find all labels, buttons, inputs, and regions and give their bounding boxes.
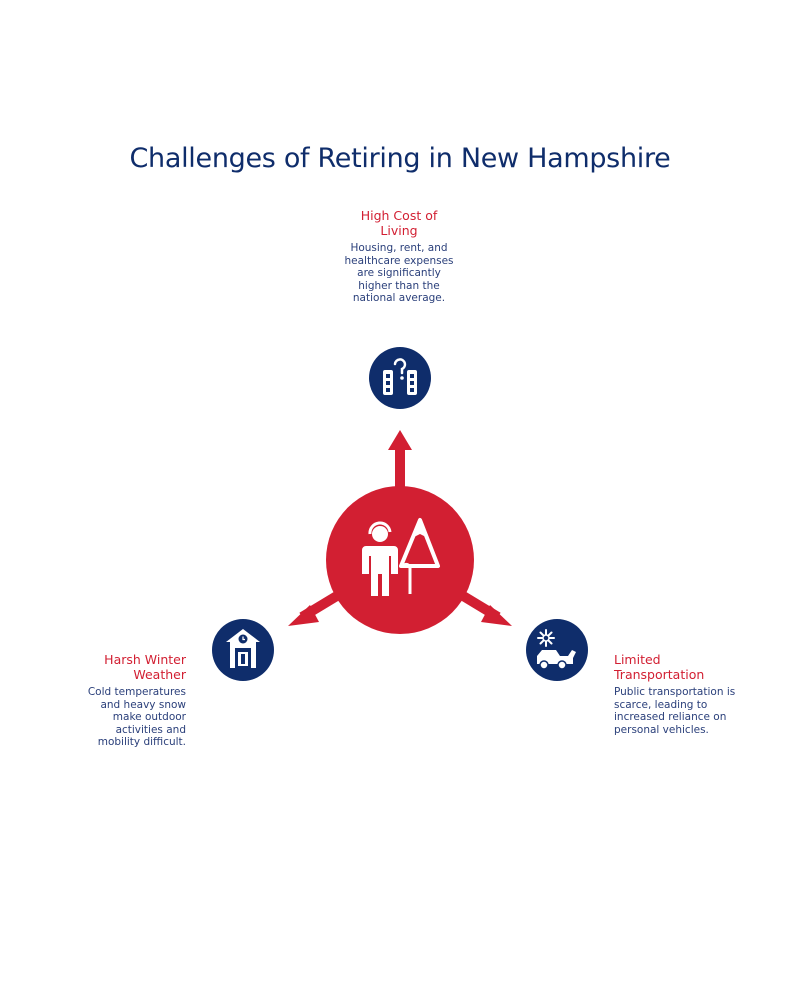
car-snow-icon [537, 629, 576, 670]
retiree-mountain-icon [362, 518, 440, 596]
challenge-desc-cost: Housing, rent, and healthcare expenses a… [344, 242, 454, 305]
challenge-label-transport: Limited Transportation [614, 652, 705, 682]
page-title: Challenges of Retiring in New Hampshire [129, 143, 671, 174]
challenge-label-cost: High Cost of Living [360, 208, 438, 238]
cost-icon-circle [369, 347, 431, 409]
arrow-up [388, 430, 412, 489]
challenge-label-weather: Harsh Winter Weather [104, 652, 186, 682]
buildings-question-icon [383, 358, 417, 395]
challenge-desc-transport: Public transportation is scarce, leading… [614, 686, 736, 736]
center-circle [326, 486, 474, 634]
challenge-desc-weather: Cold temperatures and heavy snow make ou… [87, 686, 186, 749]
transport-icon-circle [526, 619, 588, 681]
house-clock-icon [226, 629, 260, 668]
